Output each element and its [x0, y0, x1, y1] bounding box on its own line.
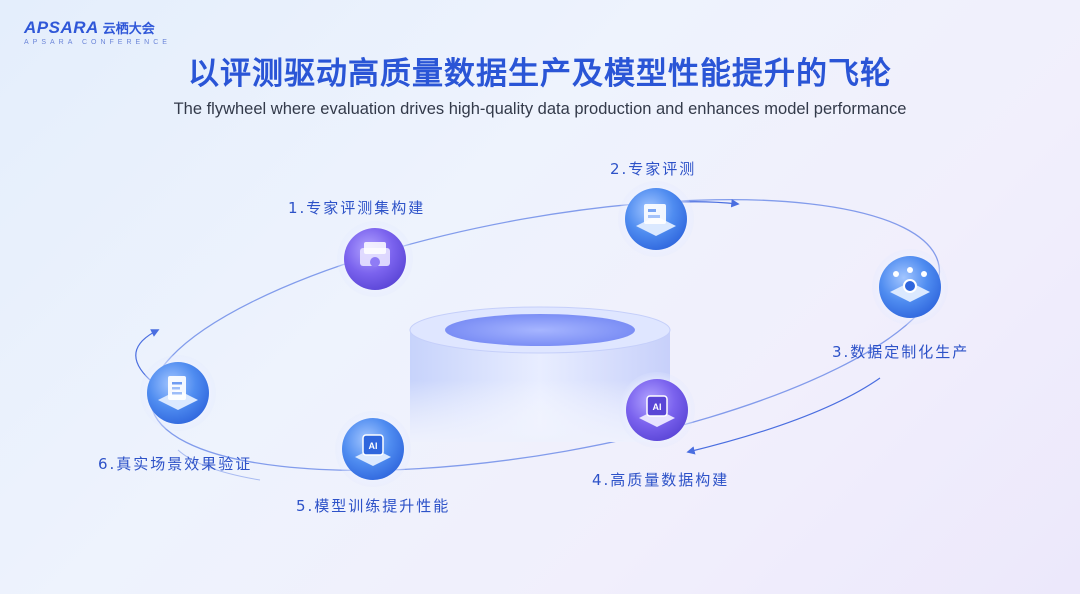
step-node-4: AI: [619, 372, 695, 448]
document-check-icon: [158, 376, 198, 410]
expert-review-icon: [636, 204, 676, 236]
logo-subtitle: APSARA CONFERENCE: [24, 39, 171, 46]
dataset-build-icon: [360, 242, 390, 267]
page-title: 以评测驱动高质量数据生产及模型性能提升的飞轮: [188, 56, 892, 92]
step-node-3: [872, 249, 948, 325]
arrow-bottom-left: [177, 449, 261, 481]
arrow-right: [686, 377, 881, 455]
svg-text:AI: AI: [369, 441, 378, 451]
step-label-1: 1.专家评测集构建: [288, 199, 426, 217]
step-label-2: 2.专家评测: [610, 160, 697, 178]
page-subtitle: The flywheel where evaluation drives hig…: [173, 100, 907, 118]
logo-brand: APSARA: [24, 18, 99, 37]
step-label-4: 4.高质量数据构建: [592, 471, 730, 489]
step-node-5: AI: [335, 411, 411, 487]
step-label-3: 3.数据定制化生产: [832, 343, 970, 361]
step-node-1: [337, 221, 413, 297]
svg-text:AI: AI: [653, 402, 662, 412]
logo-brand-cn: 云栖大会: [102, 22, 155, 37]
data-production-icon: [890, 267, 930, 302]
step-label-5: 5.模型训练提升性能: [296, 497, 451, 515]
step-node-2: [618, 181, 694, 257]
ai-chip-icon: AI: [639, 395, 675, 427]
step-label-6: 6.真实场景效果验证: [98, 455, 253, 473]
step-node-6: [140, 355, 216, 431]
ai-chip-icon: AI: [355, 434, 391, 466]
